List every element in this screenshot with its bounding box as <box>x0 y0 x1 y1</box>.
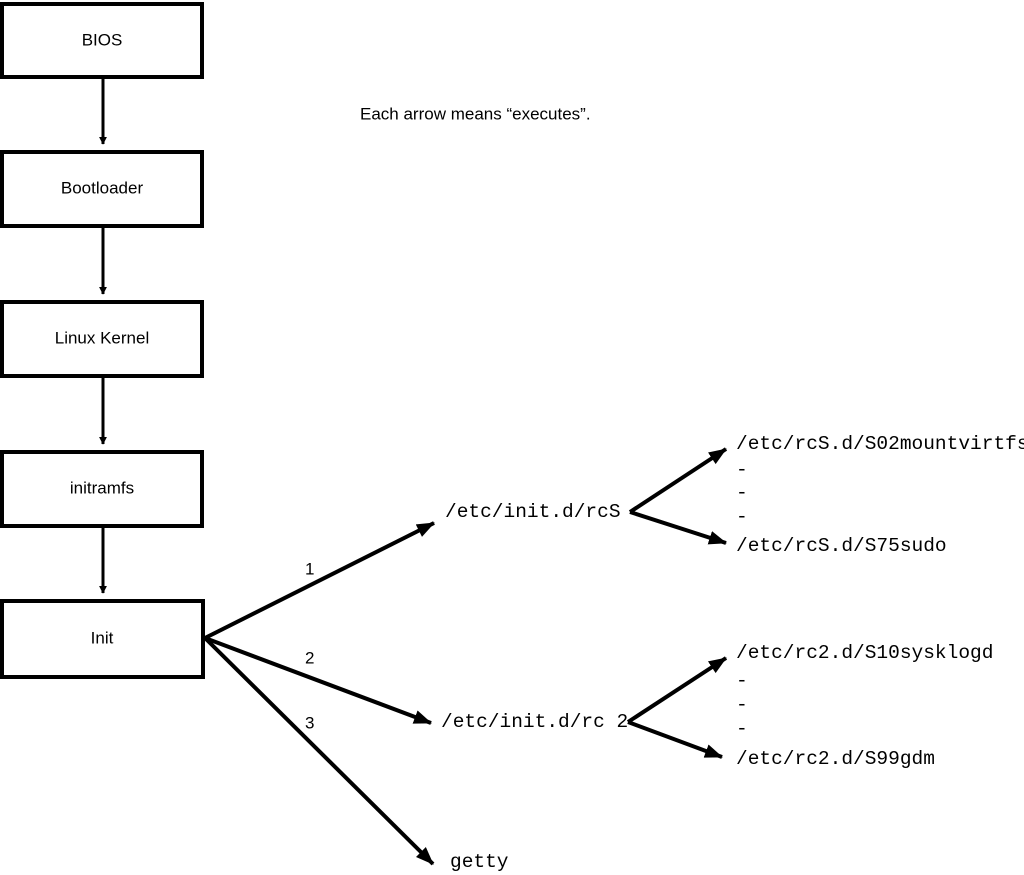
box-linux-kernel-label: Linux Kernel <box>55 328 150 347</box>
rcs-ellipsis-dash-3: - <box>736 506 748 528</box>
box-bootloader-label: Bootloader <box>61 178 144 197</box>
box-initramfs-rect <box>0 450 204 528</box>
box-bootloader-rect <box>0 150 204 228</box>
edge-rcs-to-first-script <box>628 447 728 514</box>
rc2-ellipsis-dash-1: - <box>736 670 748 692</box>
branch-number-3: 3 <box>305 713 314 732</box>
edge-init-to-rcs <box>204 521 435 640</box>
rc2-branch-edges <box>626 656 728 759</box>
label-rc2-script-last: /etc/rc2.d/S99gdm <box>736 748 935 770</box>
box-bios[interactable]: BIOS <box>0 2 204 79</box>
box-bios-label: BIOS <box>82 30 123 49</box>
rcs-branch-edges <box>628 447 728 545</box>
box-initramfs-label: initramfs <box>70 478 134 497</box>
label-etc-init-d-rc2: /etc/init.d/rc 2 <box>441 711 628 733</box>
box-initramfs[interactable]: initramfs <box>0 450 204 528</box>
rcs-ellipsis-dash-2: - <box>736 482 748 504</box>
edge-init-to-getty <box>203 636 435 866</box>
rcs-ellipsis-dash-1: - <box>736 459 748 481</box>
init-fanout-edges <box>203 521 435 866</box>
legend-note: Each arrow means “executes”. <box>360 104 591 123</box>
label-getty: getty <box>450 851 509 873</box>
edge-rcs-to-last-script <box>629 510 727 545</box>
box-init[interactable]: Init <box>0 599 205 679</box>
rc2-ellipsis-dash-2: - <box>736 694 748 716</box>
box-bios-rect <box>0 2 204 79</box>
label-rcs-script-first: /etc/rcS.d/S02mountvirtfs <box>736 433 1024 455</box>
branch-number-2: 2 <box>305 648 314 667</box>
label-etc-init-d-rcs: /etc/init.d/rcS <box>445 501 621 523</box>
edge-rc2-to-first-script <box>626 656 728 724</box>
label-rcs-script-last: /etc/rcS.d/S75sudo <box>736 535 947 557</box>
box-linux-kernel[interactable]: Linux Kernel <box>0 300 204 378</box>
edge-rc2-to-last-script <box>627 720 723 759</box>
label-rc2-script-first: /etc/rc2.d/S10sysklogd <box>736 642 993 664</box>
rc2-ellipsis-dash-3: - <box>736 718 748 740</box>
edge-init-to-rc2 <box>204 636 432 725</box>
box-linux-kernel-rect <box>0 300 204 378</box>
box-init-label: Init <box>91 628 114 647</box>
box-bootloader[interactable]: Bootloader <box>0 150 204 228</box>
branch-number-1: 1 <box>305 559 314 578</box>
box-init-rect <box>0 599 205 679</box>
